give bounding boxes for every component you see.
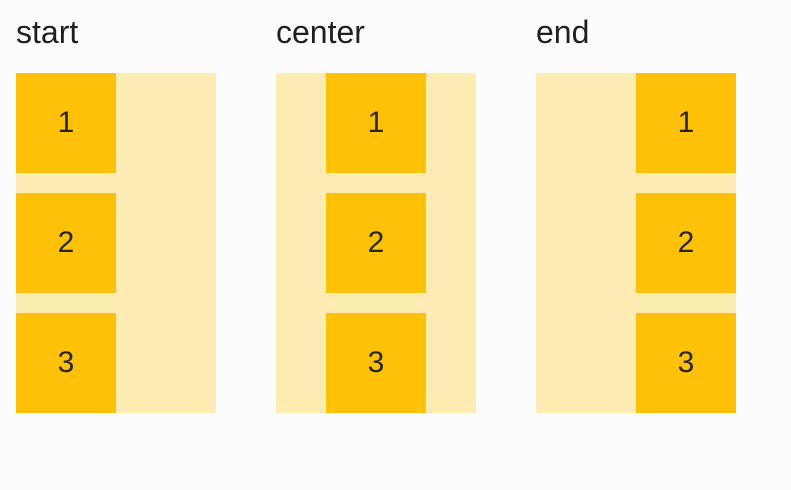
example-start: start 1 2 3 xyxy=(16,12,216,413)
grid-item: 3 xyxy=(16,313,116,413)
example-label-start: start xyxy=(16,14,79,50)
grid-item: 1 xyxy=(636,73,736,173)
grid-item: 2 xyxy=(636,193,736,293)
grid-item: 2 xyxy=(326,193,426,293)
grid-track-center: 1 2 3 xyxy=(276,73,476,413)
example-center: center 1 2 3 xyxy=(276,12,476,413)
example-label-end: end xyxy=(536,14,590,50)
grid-item: 2 xyxy=(16,193,116,293)
example-end: end 1 2 3 xyxy=(536,12,736,413)
example-label-center: center xyxy=(276,14,365,50)
grid-track-start: 1 2 3 xyxy=(16,73,216,413)
grid-item: 3 xyxy=(636,313,736,413)
grid-track-end: 1 2 3 xyxy=(536,73,736,413)
grid-item: 1 xyxy=(326,73,426,173)
grid-item: 1 xyxy=(16,73,116,173)
alignment-examples: start 1 2 3 center 1 2 3 end 1 2 3 xyxy=(16,12,736,413)
grid-item: 3 xyxy=(326,313,426,413)
